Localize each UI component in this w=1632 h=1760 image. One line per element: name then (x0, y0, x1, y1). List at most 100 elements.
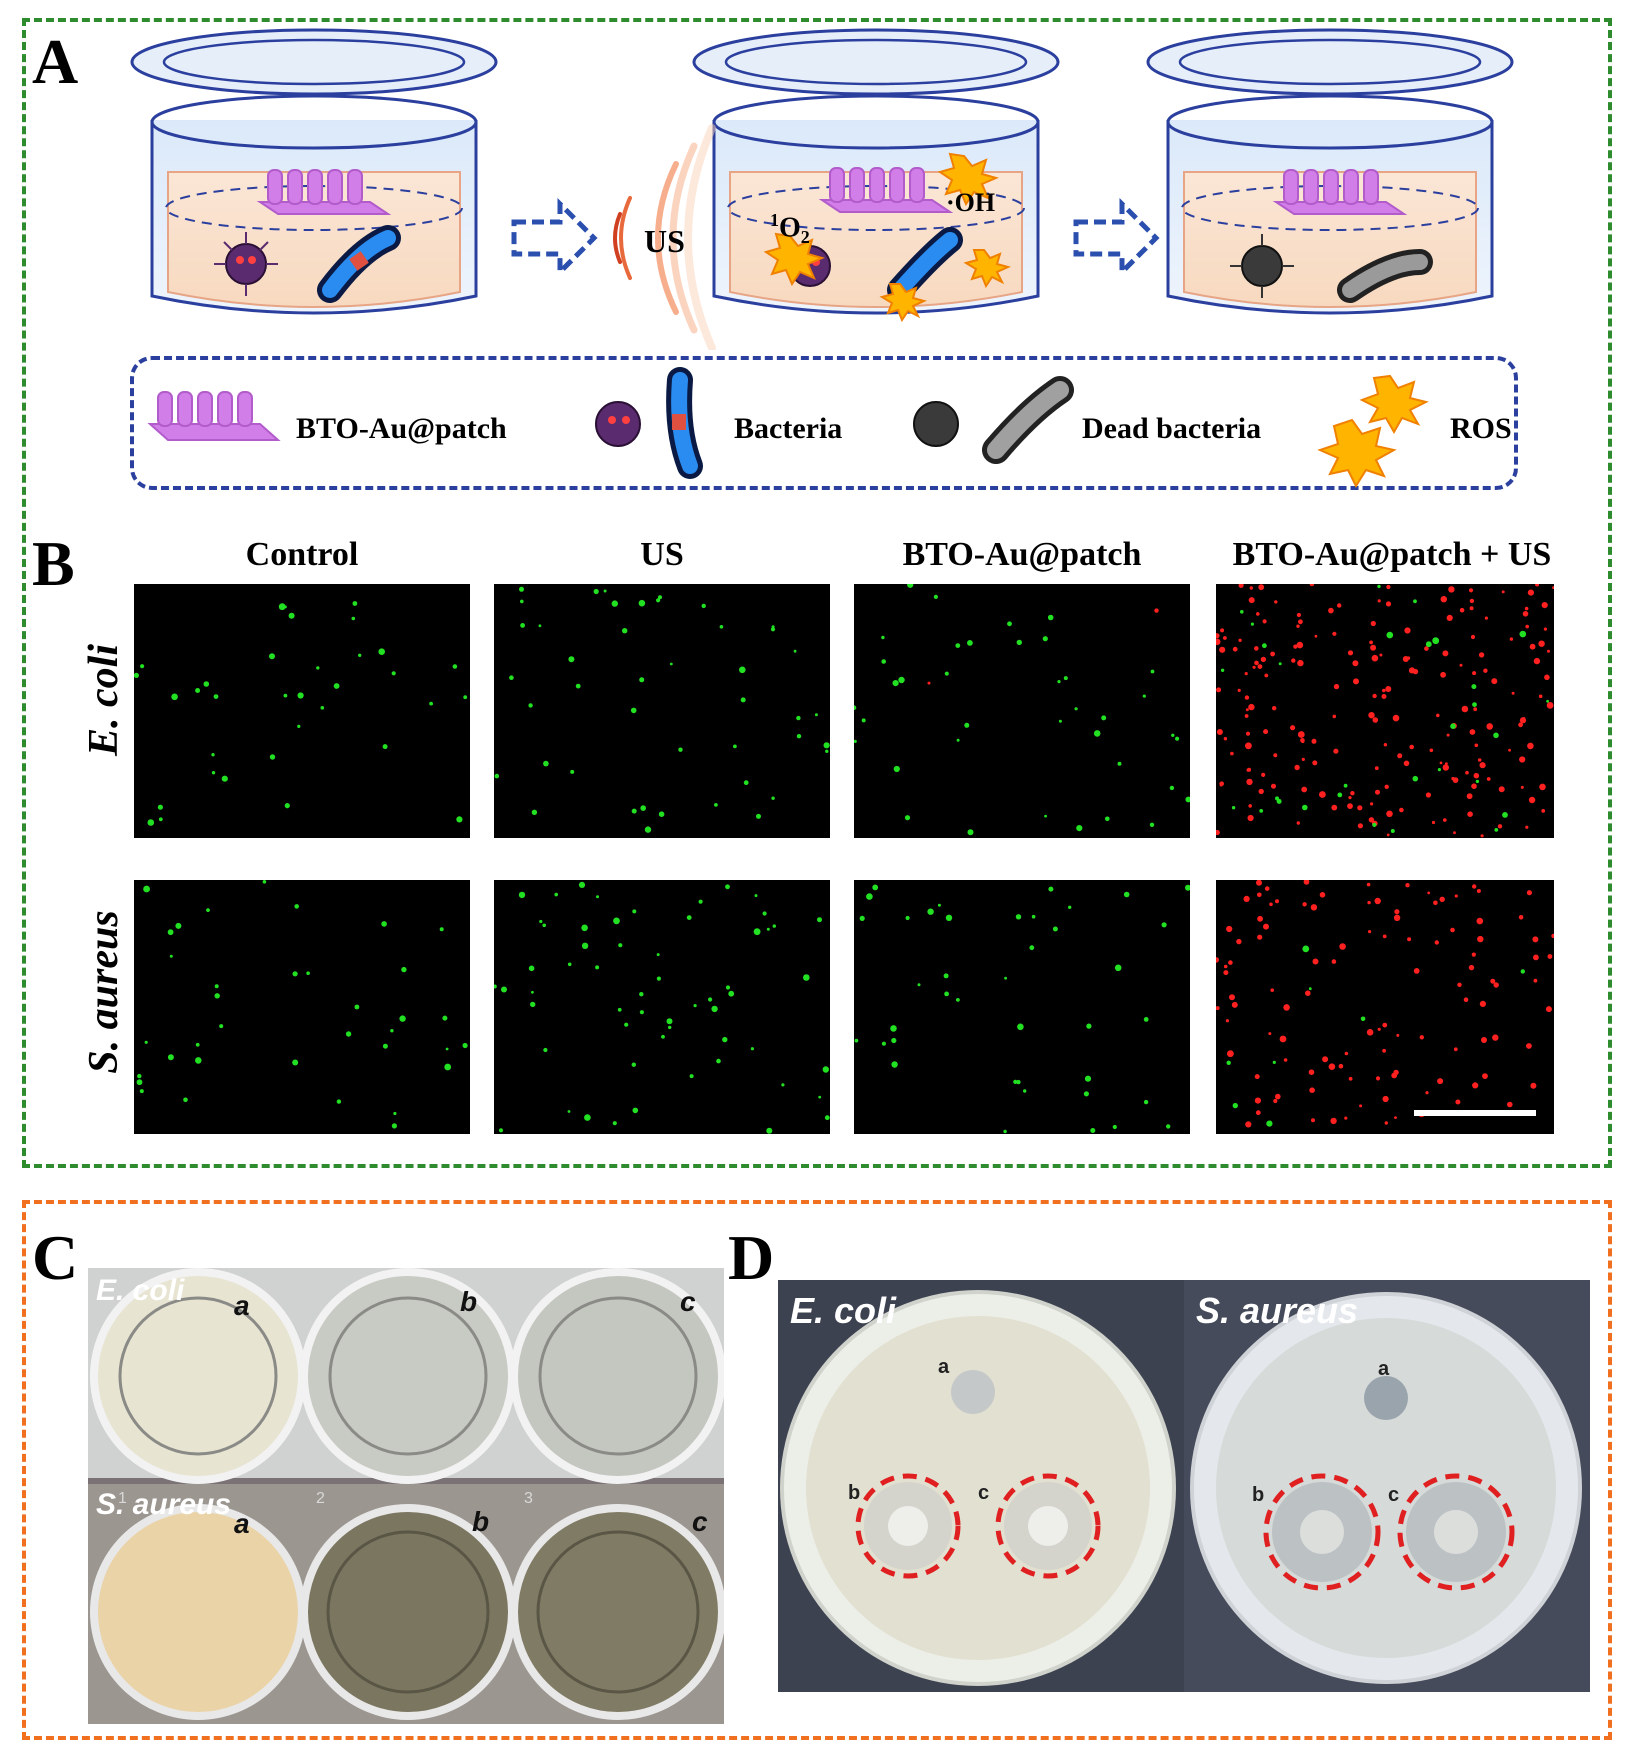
live-cell-dot (391, 1123, 397, 1129)
dead-cell-dot (1525, 624, 1529, 629)
dead-cell-dot (1245, 1121, 1252, 1128)
live-cell-dot (139, 1089, 144, 1094)
live-cell-dot (1123, 891, 1130, 898)
dead-cell-dot (1511, 691, 1515, 695)
dead-cell-dot (1297, 731, 1305, 738)
live-cell-dot (171, 693, 178, 701)
dead-cell-dot (1406, 656, 1411, 660)
plate-well-b-ecoli: b (848, 1482, 861, 1504)
live-cell-dot (905, 915, 910, 921)
dead-cell-dot (1273, 1098, 1278, 1104)
live-cell-dot (728, 990, 735, 997)
dead-cell-dot (1368, 930, 1372, 934)
live-cell-dot (283, 693, 288, 698)
dead-cell-dot (1296, 612, 1301, 618)
dead-cell-dot (1382, 1022, 1388, 1028)
live-cell-dot (750, 1047, 754, 1051)
legend-label-patch: BTO-Au@patch (296, 412, 507, 445)
dead-cell-dot (1350, 791, 1355, 796)
live-cell-dot (284, 803, 290, 809)
dead-cell-dot (1404, 627, 1411, 634)
live-cell-dot (351, 616, 356, 621)
live-cell-dot (781, 1083, 785, 1087)
dead-cell-dot (1478, 652, 1485, 658)
live-cell-dot (772, 924, 776, 928)
dead-cell-dot (1248, 804, 1252, 808)
live-cell-dot (206, 908, 210, 912)
live-cell-dot (494, 984, 497, 989)
live-cell-dot (632, 1107, 639, 1114)
dead-cell-dot (1310, 904, 1318, 911)
live-cell-dot (288, 612, 295, 619)
dead-cell-dot (1328, 607, 1334, 614)
live-cell-dot (442, 1015, 448, 1021)
dead-cell-dot (1328, 1063, 1336, 1070)
dead-cell-dot (1216, 638, 1221, 646)
live-cell-dot (595, 965, 600, 970)
dead-cell-dot (1231, 1001, 1238, 1008)
dead-cell-dot (1311, 738, 1317, 744)
row-label-ecoli: E. coli (81, 644, 127, 756)
dead-cell-dot (1271, 783, 1276, 789)
dead-cell-dot (1448, 586, 1455, 593)
dead-cell-dot (1331, 804, 1338, 811)
live-cell-dot (630, 707, 637, 714)
dead-cell-dot (1526, 890, 1532, 896)
dead-cell-dot (1223, 970, 1229, 976)
dead-cell-dot (1377, 1027, 1381, 1031)
live-cell-dot (854, 739, 857, 743)
live-cell-dot (528, 703, 533, 708)
dead-cell-dot (1333, 748, 1339, 754)
dead-cell-dot (1486, 723, 1493, 730)
live-cell-dot (1337, 792, 1343, 798)
live-cell-dot (904, 815, 911, 821)
micrograph-saureus-us (494, 880, 830, 1134)
live-cell-dot (881, 635, 885, 640)
dead-cell-dot (1257, 915, 1263, 922)
dead-cell-dot (1366, 882, 1371, 887)
dead-cell-dot (1538, 640, 1545, 647)
dead-cell-dot (1439, 896, 1445, 902)
dead-cell-dot (1457, 982, 1462, 987)
dead-cell-dot (1352, 660, 1359, 667)
live-cell-dot (543, 760, 549, 767)
live-cell-dot (639, 677, 645, 683)
live-cell-dot (575, 683, 581, 689)
dead-cell-dot (1245, 731, 1251, 736)
live-cell-dot (891, 1037, 897, 1044)
live-cell-dot (967, 829, 974, 836)
live-cell-dot (195, 688, 201, 693)
dead-cell-dot (1393, 914, 1401, 921)
live-cell-dot (530, 1001, 536, 1008)
live-cell-dot (1068, 905, 1072, 909)
live-cell-dot (136, 1079, 143, 1086)
live-cell-dot (378, 648, 385, 655)
live-cell-dot (622, 628, 628, 634)
live-cell-dot (1017, 1023, 1024, 1031)
dead-cell-dot (1386, 833, 1390, 837)
dead-cell-dot (1453, 1047, 1458, 1052)
live-cell-dot (1015, 914, 1022, 920)
dead-cell-dot (1468, 588, 1474, 593)
legend-ros-icon (1317, 374, 1429, 489)
dead-cell-dot (1474, 743, 1479, 748)
legend-box (130, 356, 1518, 490)
live-cell-dot (306, 971, 310, 975)
dead-cell-dot (1538, 694, 1543, 699)
dead-cell-dot (1347, 803, 1353, 809)
dead-cell-dot (1473, 707, 1478, 712)
live-cell-dot (1114, 964, 1122, 972)
dead-cell-dot (1257, 664, 1263, 669)
live-cell-dot (933, 594, 938, 599)
well-plate-photo: E. coli S. aureus a b c a b c 1 2 3 (88, 1268, 724, 1724)
dead-cell-dot (1429, 748, 1434, 753)
live-cell-dot (1519, 630, 1527, 638)
live-cell-dot (639, 1010, 644, 1015)
dead-cell-dot (1445, 762, 1448, 765)
legend-label-dead-bacteria: Dead bacteria (1082, 412, 1262, 445)
live-cell-dot (292, 1059, 299, 1066)
dead-cell-dot (1330, 1117, 1337, 1125)
live-cell-dot (391, 671, 396, 676)
dead-cell-dot (1228, 960, 1233, 965)
dead-cell-dot (1269, 902, 1273, 907)
